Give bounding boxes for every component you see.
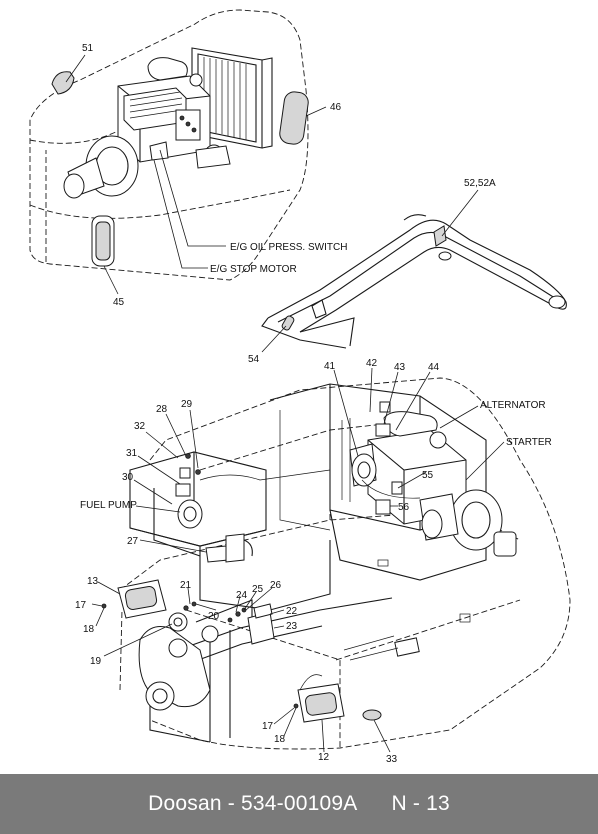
label-43: 43 xyxy=(394,362,406,373)
lamp-51 xyxy=(51,71,75,95)
label-starter: STARTER xyxy=(506,437,552,448)
label-46: 46 xyxy=(330,102,342,113)
label-41: 41 xyxy=(324,361,336,372)
lamp-52 xyxy=(433,225,447,247)
parts-diagram: 51 46 45 E/G OIL PRESS. SWITCH E/G STOP … xyxy=(29,9,571,765)
fuel-pump xyxy=(177,499,203,529)
label-oil-press-switch: E/G OIL PRESS. SWITCH xyxy=(230,242,347,253)
label-fuel-pump: FUEL PUMP xyxy=(80,500,137,511)
label-18-right: 18 xyxy=(274,734,286,745)
label-56: 56 xyxy=(398,502,410,513)
label-45: 45 xyxy=(113,297,125,308)
label-28: 28 xyxy=(156,404,168,415)
engine-compartment-view xyxy=(29,9,309,281)
label-17-right: 17 xyxy=(262,721,274,732)
label-stop-motor: E/G STOP MOTOR xyxy=(210,264,297,275)
frame-assembly-view xyxy=(101,377,571,750)
label-13: 13 xyxy=(87,576,99,587)
label-42: 42 xyxy=(366,358,378,369)
relay-56 xyxy=(375,499,391,515)
grommet-33 xyxy=(362,709,382,721)
label-23: 23 xyxy=(286,621,298,632)
label-32: 32 xyxy=(134,421,146,432)
label-24: 24 xyxy=(236,590,248,601)
label-22: 22 xyxy=(286,606,298,617)
boom-view xyxy=(261,214,567,349)
label-27: 27 xyxy=(127,536,139,547)
label-33: 33 xyxy=(386,754,398,765)
label-17-left: 17 xyxy=(75,600,87,611)
label-29: 29 xyxy=(181,399,193,410)
label-31: 31 xyxy=(126,448,138,459)
label-19: 19 xyxy=(90,656,102,667)
label-26: 26 xyxy=(270,580,282,591)
footer-bar: Doosan - 534-00109A N - 13 xyxy=(0,774,598,834)
label-18-left: 18 xyxy=(83,624,95,635)
label-52-52a: 52,52A xyxy=(464,178,496,189)
footer-part-number: Doosan - 534-00109A xyxy=(148,792,358,815)
lamp-46 xyxy=(279,91,309,145)
label-54: 54 xyxy=(248,354,260,365)
relay-55 xyxy=(391,481,403,495)
label-20: 20 xyxy=(208,611,220,622)
footer-page-number: N - 13 xyxy=(391,792,450,815)
label-55: 55 xyxy=(422,470,434,481)
label-21: 21 xyxy=(180,580,192,591)
label-51: 51 xyxy=(82,43,94,54)
label-30: 30 xyxy=(122,472,134,483)
label-44: 44 xyxy=(428,362,440,373)
label-25: 25 xyxy=(252,584,264,595)
label-alternator: ALTERNATOR xyxy=(480,400,546,411)
label-12: 12 xyxy=(318,752,330,763)
